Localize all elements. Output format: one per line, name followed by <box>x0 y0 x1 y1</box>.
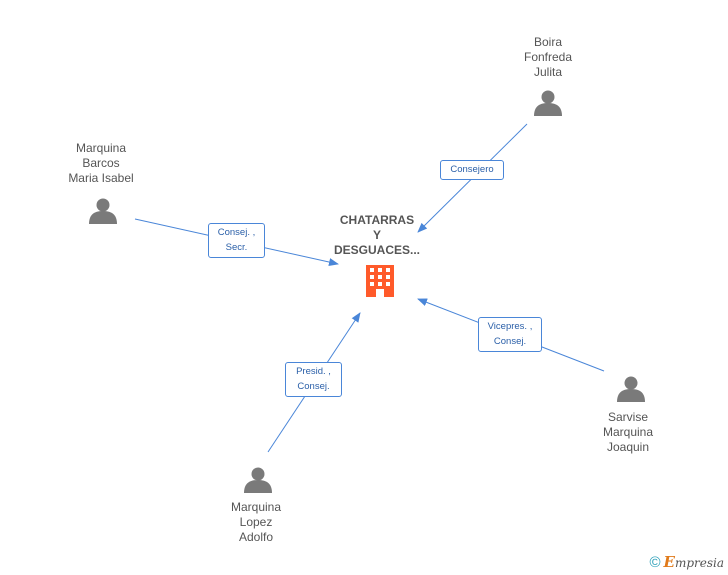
role-badge-boira[interactable]: Consejero <box>440 160 504 180</box>
person-name-marquina-barcos[interactable]: Marquina Barcos Maria Isabel <box>41 141 161 186</box>
role-badge-sarvise[interactable]: Vicepres. , Consej. <box>478 317 542 352</box>
person-name-line: Adolfo <box>238 530 274 544</box>
role-badge-line: Consej. <box>493 336 527 347</box>
person-name-sarvise[interactable]: Sarvise Marquina Joaquin <box>568 410 688 455</box>
brand-footer: © Empresia <box>649 553 724 571</box>
company-name[interactable]: CHATARRAS Y DESGUACES... <box>317 213 437 258</box>
person-name-line: Marquina <box>602 425 654 439</box>
person-icon[interactable] <box>534 90 562 117</box>
building-icon[interactable] <box>366 265 394 297</box>
role-badge-marquina-barcos[interactable]: Consej. , Secr. <box>208 223 265 258</box>
brand-logo[interactable]: Empresia <box>664 553 725 571</box>
role-badge-line: Vicepres. , <box>487 321 533 332</box>
person-name-marquina-lopez[interactable]: Marquina Lopez Adolfo <box>196 500 316 545</box>
person-name-line: Lopez <box>239 515 273 529</box>
role-badge-line: Consej. , <box>217 227 256 238</box>
brand-initial: E <box>663 553 675 571</box>
person-name-line: Joaquin <box>606 440 650 454</box>
copyright-symbol: © <box>649 553 661 571</box>
brand-name: mpresia <box>674 556 724 570</box>
role-badge-line: Secr. <box>225 242 248 253</box>
person-icon[interactable] <box>244 467 272 494</box>
person-name-line: Fonfreda <box>523 50 573 64</box>
person-icon[interactable] <box>617 376 645 403</box>
person-name-line: Sarvise <box>607 410 648 424</box>
person-name-line: Maria Isabel <box>68 171 134 185</box>
company-name-line: DESGUACES... <box>333 243 420 257</box>
company-name-line: Y <box>372 228 381 242</box>
role-badge-marquina-lopez[interactable]: Presid. , Consej. <box>285 362 342 397</box>
company-name-line: CHATARRAS <box>339 213 415 227</box>
person-name-line: Barcos <box>82 156 120 170</box>
role-badge-line: Consej. <box>297 381 330 392</box>
role-badge-line: Presid. , <box>296 366 331 377</box>
person-name-line: Marquina <box>230 500 282 514</box>
person-name-boira[interactable]: Boira Fonfreda Julita <box>488 35 608 80</box>
role-badge-line: Consejero <box>450 164 494 175</box>
person-name-line: Julita <box>533 65 562 79</box>
person-name-line: Marquina <box>75 141 127 155</box>
person-name-line: Boira <box>533 35 562 49</box>
person-icon[interactable] <box>89 198 117 225</box>
